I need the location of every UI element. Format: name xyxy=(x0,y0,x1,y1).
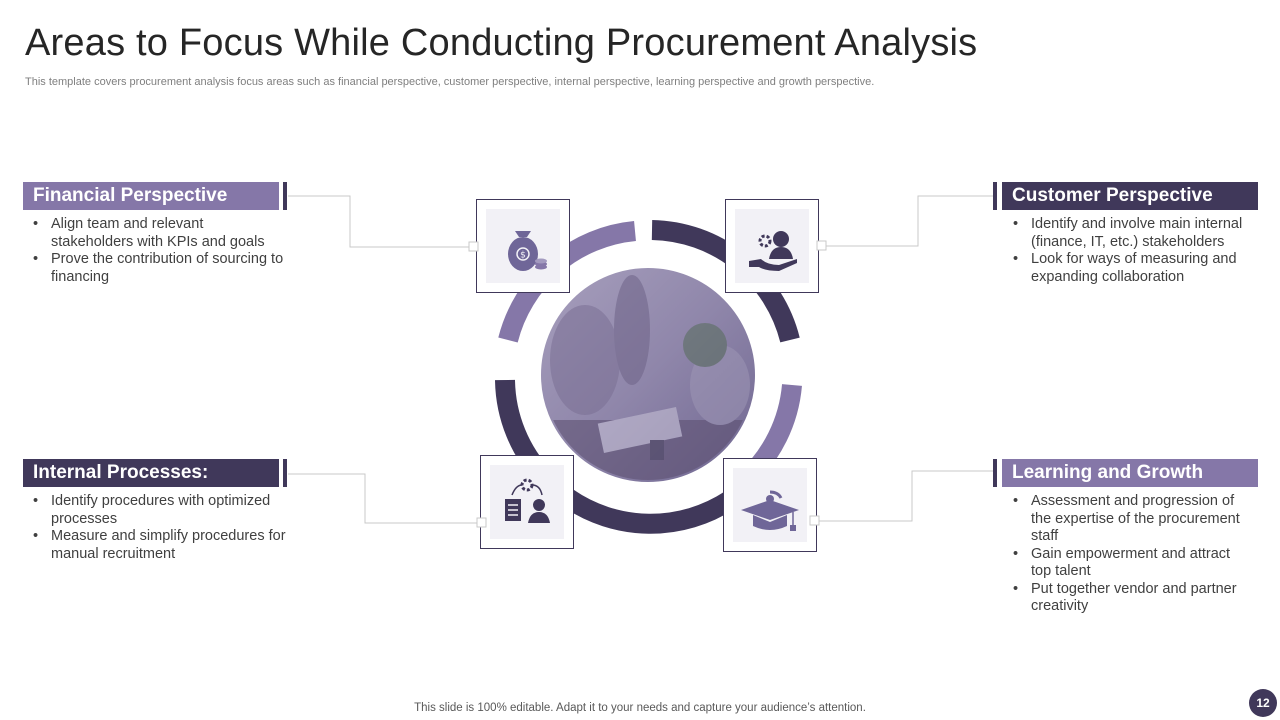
slide-title: Areas to Focus While Conducting Procurem… xyxy=(25,22,978,64)
learning-growth-heading: Learning and Growth xyxy=(1002,459,1258,487)
financial-bullet: Align team and relevant stakeholders wit… xyxy=(24,216,286,251)
customer-perspective-heading: Customer Perspective xyxy=(1002,182,1258,210)
learning-bullet: Put together vendor and partner creativi… xyxy=(1004,581,1244,616)
process-checklist-icon xyxy=(505,478,550,523)
learning-accent-bar xyxy=(993,459,997,487)
learning-bullet: Assessment and progression of the expert… xyxy=(1004,493,1244,546)
slide-footer-note: This slide is 100% editable. Adapt it to… xyxy=(414,702,866,714)
customer-bullet-list: Identify and involve main internal (fina… xyxy=(1004,216,1254,286)
graduation-cap-icon xyxy=(741,490,799,531)
financial-accent-bar xyxy=(283,182,287,210)
financial-perspective-heading: Financial Perspective xyxy=(23,182,279,210)
customer-care-icon xyxy=(749,231,797,271)
slide-subtitle: This template covers procurement analysi… xyxy=(25,76,875,88)
learning-bullet-list: Assessment and progression of the expert… xyxy=(1004,493,1244,616)
money-bag-icon: $ xyxy=(508,231,547,271)
financial-bullet-list: Align team and relevant stakeholders wit… xyxy=(24,216,286,286)
ring-segment-bottom xyxy=(562,489,736,534)
internal-icon-box xyxy=(480,455,574,549)
internal-processes-heading: Internal Processes: xyxy=(23,459,279,487)
customer-bullet: Look for ways of measuring and expanding… xyxy=(1004,251,1254,286)
learning-bullet: Gain empowerment and attract top talent xyxy=(1004,546,1244,581)
financial-bullet: Prove the contribution of sourcing to fi… xyxy=(24,251,286,286)
customer-icon-box xyxy=(725,199,819,293)
svg-text:$: $ xyxy=(520,251,526,261)
learning-icon-box xyxy=(723,458,817,552)
internal-accent-bar xyxy=(283,459,287,487)
internal-bullet: Measure and simplify procedures for manu… xyxy=(24,528,286,563)
financial-icon-box: $ xyxy=(476,199,570,293)
page-number-badge: 12 xyxy=(1249,689,1277,717)
customer-accent-bar xyxy=(993,182,997,210)
customer-bullet: Identify and involve main internal (fina… xyxy=(1004,216,1254,251)
internal-bullet: Identify procedures with optimized proce… xyxy=(24,493,286,528)
internal-bullet-list: Identify procedures with optimized proce… xyxy=(24,493,286,563)
